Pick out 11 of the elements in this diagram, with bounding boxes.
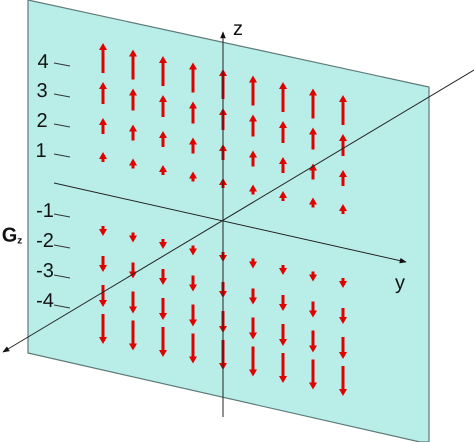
tick-label: -3 [36,261,54,281]
tick-label: 1 [35,141,47,161]
axis-label: y [395,273,405,293]
tick-label: 2 [36,111,48,131]
gradient-label: G$_{z}$ [2,226,22,246]
tick-label: -1 [36,201,54,221]
tick-label: 3 [36,81,48,101]
axis-label: z [233,19,243,39]
tick-label: -4 [36,291,54,311]
tick-label: -2 [36,231,54,251]
tick-label: 4 [37,52,49,72]
